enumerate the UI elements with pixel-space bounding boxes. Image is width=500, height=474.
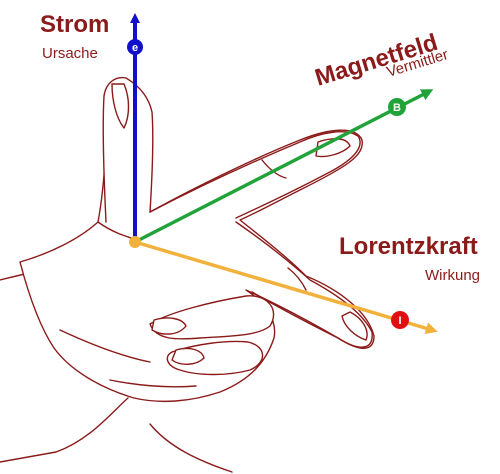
- middle-finger-outline: [235, 221, 373, 348]
- magnetfeld-badge-label: B: [393, 102, 401, 114]
- palm-line: [59, 329, 151, 363]
- little-fingernail: [171, 347, 205, 365]
- lorentzkraft-badge: I: [391, 311, 409, 329]
- origin-point: [129, 236, 141, 248]
- strom-badge: e: [127, 39, 143, 55]
- forearm-crease: [149, 423, 233, 473]
- ring-fingernail: [151, 317, 187, 335]
- left-hand-illustration: [0, 76, 375, 473]
- magnetfeld-badge: B: [388, 98, 406, 116]
- lorentzkraft-title: Lorentzkraft: [339, 233, 478, 260]
- index-finger-outline: [149, 131, 361, 219]
- thumbnail: [111, 83, 130, 129]
- strom-subtitle: Ursache: [42, 45, 98, 62]
- forearm-outline: [0, 397, 129, 463]
- palm-line: [109, 379, 197, 388]
- middle-fingernail: [341, 311, 368, 341]
- strom-title: Strom: [40, 11, 109, 38]
- middle-knuckle-crease: [287, 267, 307, 291]
- lorentzkraft-subtitle: Wirkung: [425, 267, 480, 284]
- magnetfeld-arrow: [134, 89, 434, 244]
- thumb-outline: [102, 76, 154, 223]
- strom-badge-label: e: [132, 42, 138, 54]
- lorentzkraft-badge-label: I: [398, 315, 401, 327]
- lorentzkraft-arrow: [134, 240, 438, 335]
